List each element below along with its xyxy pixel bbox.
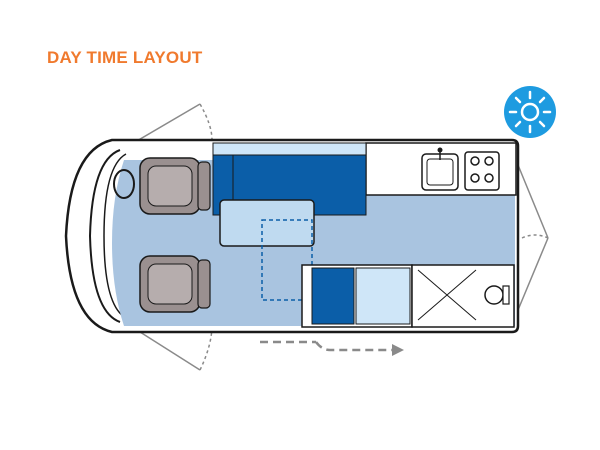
rear-door-swing-bottom [517, 237, 549, 311]
bathroom [411, 264, 515, 328]
van-windscreen-inner [88, 149, 121, 323]
steering-wheel [113, 169, 135, 199]
dining-table [219, 199, 315, 247]
page-title: DAY TIME LAYOUT [47, 48, 203, 67]
toilet-icon [484, 285, 510, 305]
arrow-right-icon [260, 340, 404, 356]
front-door-arc-top [199, 103, 213, 141]
stove-icon [464, 151, 500, 191]
van-dashboard [103, 153, 127, 319]
rear-door-arc [521, 234, 549, 239]
passenger-seat [139, 255, 211, 313]
sink-icon [421, 147, 459, 191]
rear-door-swings [517, 164, 549, 311]
driver-seat [139, 157, 211, 215]
rear-door-swing-top [517, 164, 549, 239]
kitchen-counter [365, 142, 517, 196]
sun-icon [504, 86, 556, 138]
rear-bench-bottom [301, 264, 413, 328]
